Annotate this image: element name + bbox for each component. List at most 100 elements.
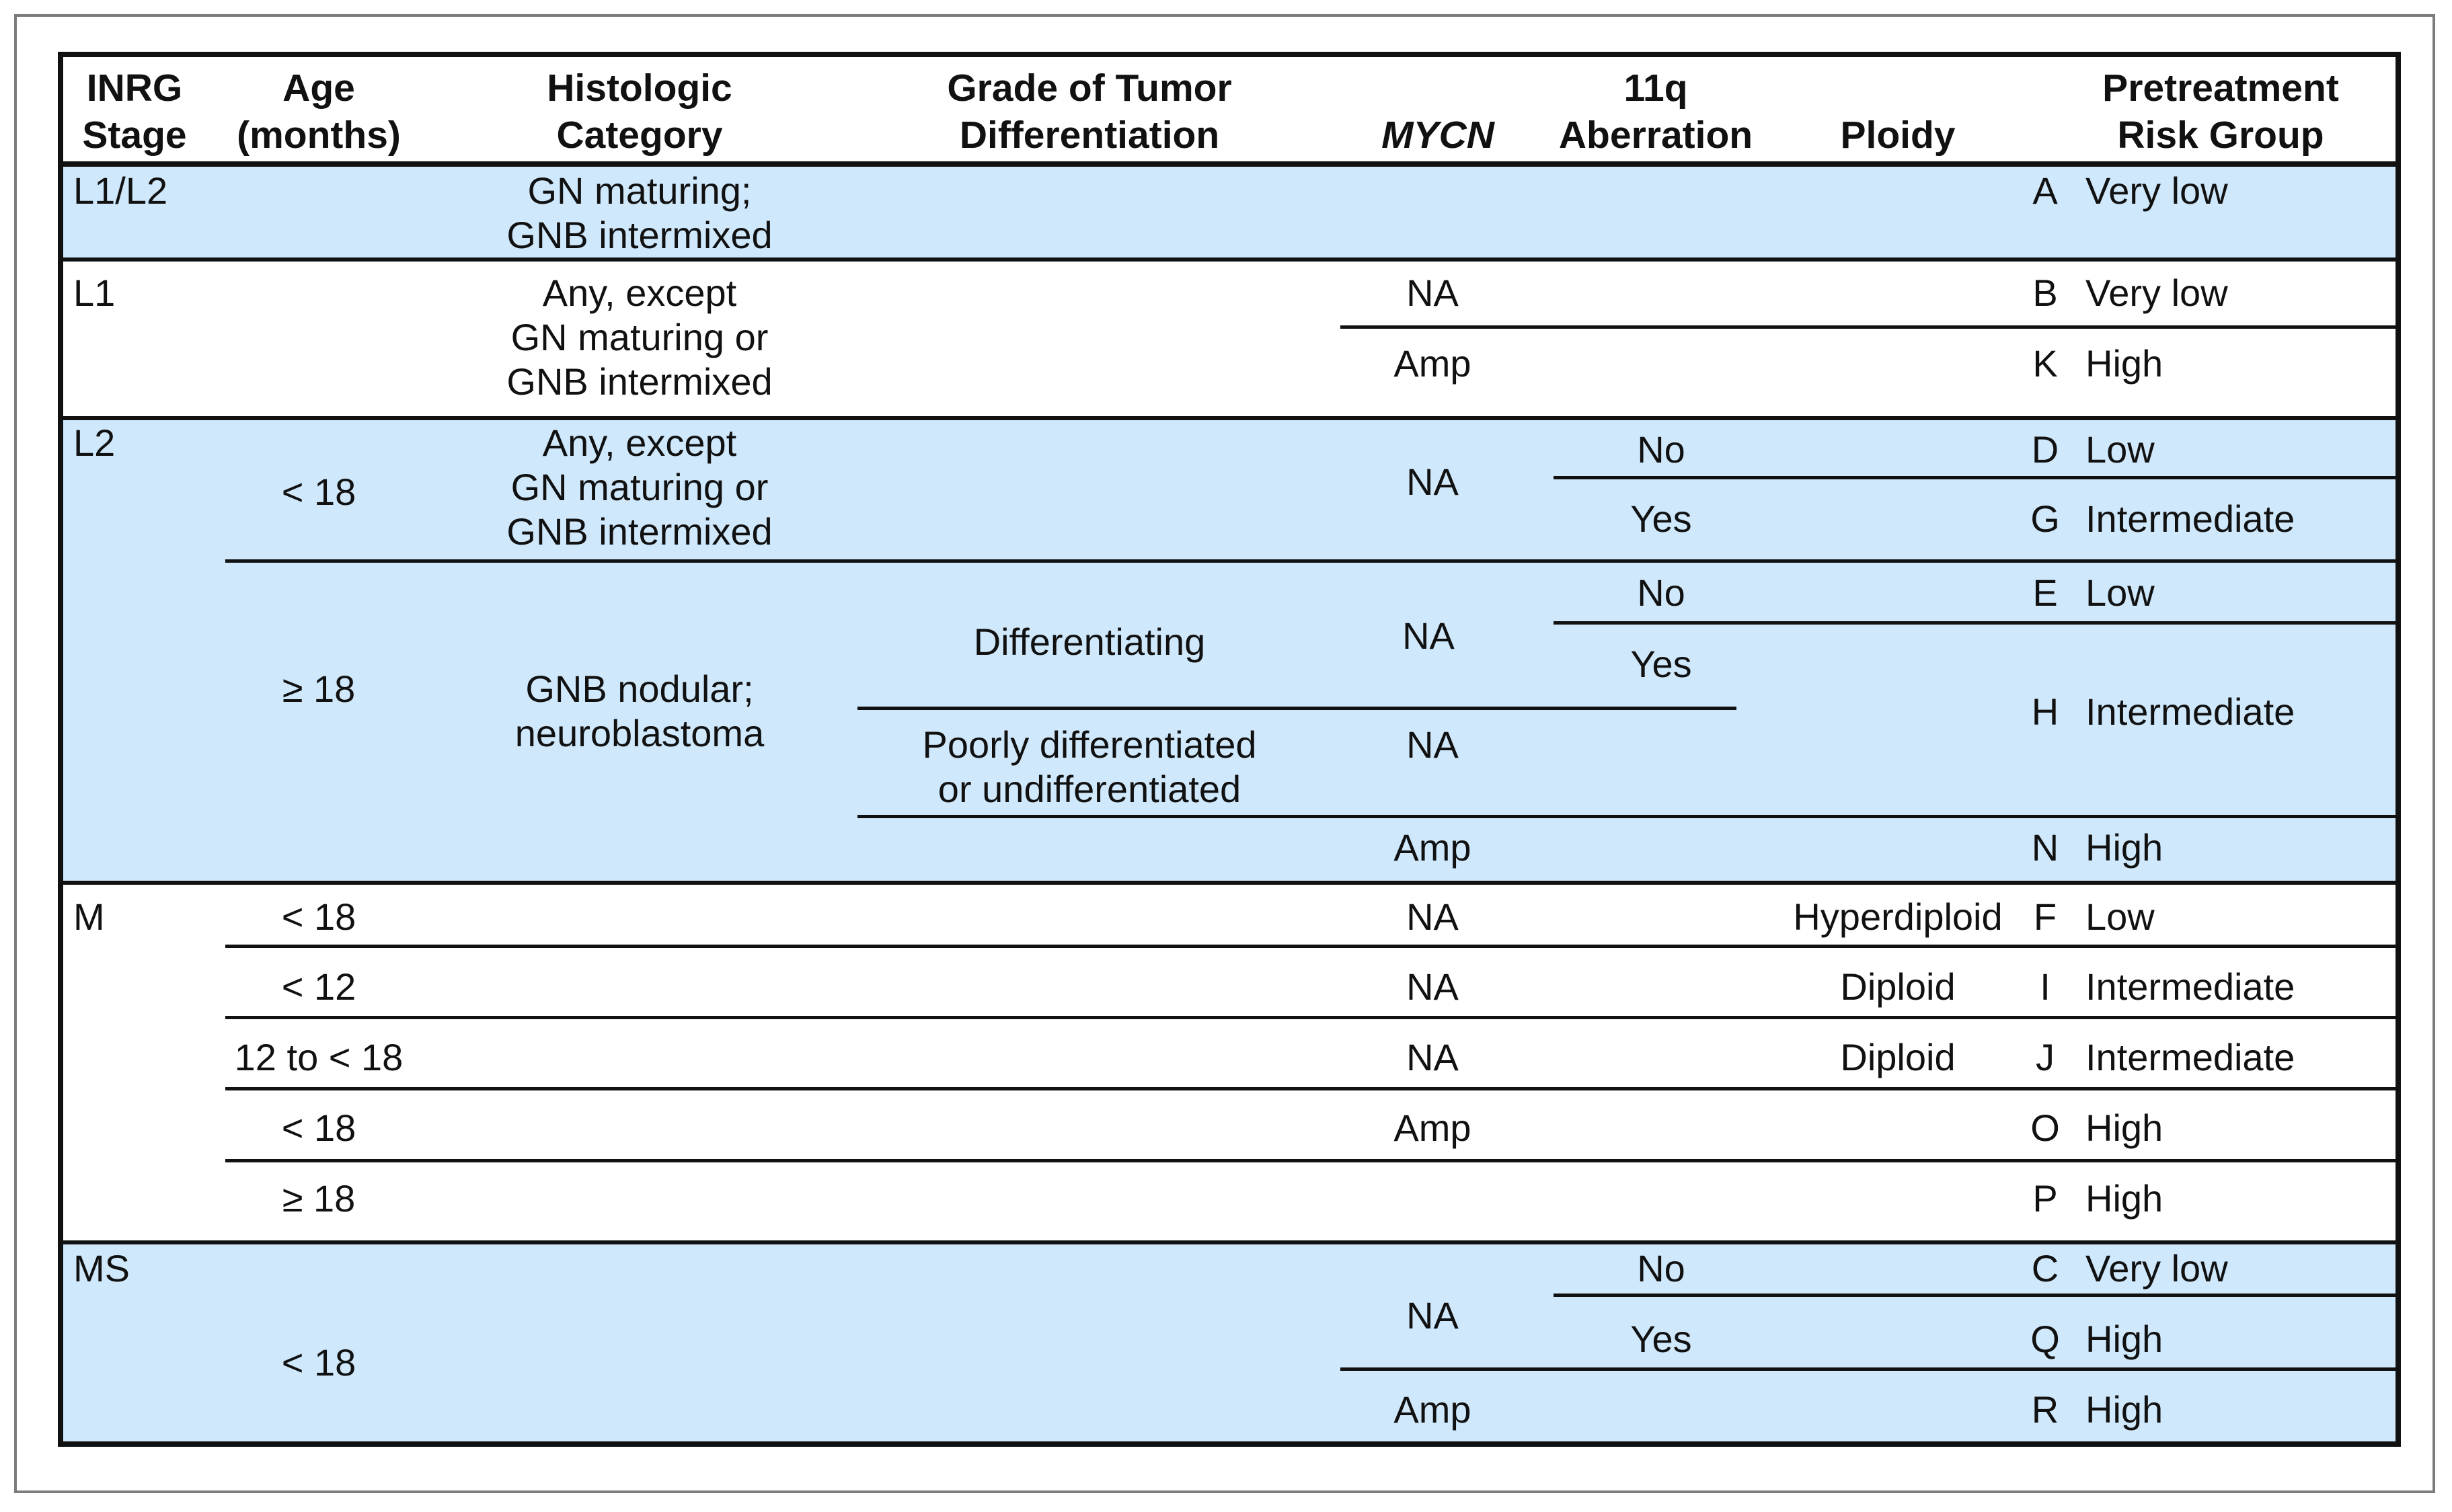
age-m-i: < 12 (281, 965, 356, 1008)
mycn-l2-amp: Amp (1393, 826, 1471, 869)
stage-m: M (73, 896, 105, 938)
header-stage: INRG Stage (82, 65, 186, 159)
aberration-ms-q: Yes (1630, 1318, 1692, 1360)
risk-label-q: High (2085, 1318, 2163, 1360)
rule-m-4 (225, 1159, 2396, 1162)
histologic-l2-upper-line3: GNB intermixed (506, 510, 773, 553)
header-age-line1: Age (282, 67, 355, 110)
header-stage-line2: Stage (82, 114, 187, 157)
risk-letter-n: N (2031, 826, 2059, 869)
histologic-l1l2: GN maturing; GNB intermixed (506, 169, 772, 257)
rule-m-bottom (63, 1240, 2396, 1244)
age-l2-under18: < 18 (281, 471, 356, 513)
risk-letter-p: P (2032, 1177, 2058, 1220)
age-m-o: < 18 (281, 1107, 356, 1149)
mycn-l2-differentiating: NA (1402, 614, 1455, 657)
histologic-l2-upper-line1: Any, except (542, 422, 737, 464)
rule-m-3 (225, 1087, 2396, 1090)
header-age-line2: (months) (237, 114, 401, 157)
aberration-ms-c: No (1637, 1247, 1685, 1289)
header-stage-line1: INRG (86, 67, 183, 110)
mycn-m-j: NA (1406, 1036, 1459, 1078)
risk-letter-k: K (2032, 342, 2058, 385)
mycn-ms-amp: Amp (1393, 1388, 1471, 1431)
histologic-l1-line1: Any, except (542, 272, 737, 314)
risk-letter-d: D (2031, 428, 2059, 471)
risk-label-k: High (2085, 342, 2163, 385)
risk-label-r: High (2085, 1388, 2163, 1431)
ploidy-m-i: Diploid (1840, 965, 1956, 1008)
risk-letter-a: A (2032, 169, 2058, 212)
rule-l2-aberration-1 (1554, 476, 2396, 479)
risk-letter-f: F (2033, 896, 2057, 938)
age-m-p: ≥ 18 (282, 1177, 356, 1220)
stage-ms: MS (73, 1247, 130, 1289)
risk-label-d: Low (2085, 428, 2155, 471)
mycn-m-i: NA (1406, 965, 1459, 1008)
header-risk: Pretreatment Risk Group (2102, 65, 2339, 159)
header-risk-line1: Pretreatment (2102, 67, 2339, 110)
risk-letter-c: C (2031, 1247, 2059, 1289)
mycn-m-f: NA (1406, 896, 1459, 938)
rule-l2-age (225, 559, 2396, 563)
risk-letter-r: R (2031, 1388, 2059, 1431)
risk-label-g: Intermediate (2085, 498, 2295, 540)
risk-letter-h: H (2031, 690, 2059, 733)
band-l2 (63, 419, 2396, 881)
header-grade-line1: Grade of Tumor (947, 67, 1232, 110)
ploidy-m-j: Diploid (1840, 1036, 1956, 1078)
mycn-ms-upper: NA (1406, 1294, 1459, 1337)
rule-l2-grade (857, 707, 1736, 710)
histologic-l1-line3: GNB intermixed (506, 360, 773, 403)
risk-label-f: Low (2085, 896, 2155, 938)
histologic-l1l2-line2: GNB intermixed (506, 214, 773, 256)
risk-letter-q: Q (2030, 1318, 2060, 1360)
stage-l1: L1 (73, 272, 116, 314)
rule-l1l2-bottom (63, 257, 2396, 262)
histologic-l2-lower-line1: GNB nodular; (525, 668, 754, 710)
rule-m-1 (225, 945, 2396, 948)
risk-label-j: Intermediate (2085, 1036, 2295, 1078)
risk-letter-j: J (2036, 1036, 2055, 1078)
band-l1l2 (63, 165, 2396, 258)
mycn-l2-poorly: NA (1406, 723, 1459, 766)
outer-border (14, 14, 2435, 1493)
aberration-l2-g: Yes (1630, 498, 1692, 540)
rule-l1-mycn (1340, 325, 2396, 329)
risk-letter-o: O (2030, 1107, 2060, 1149)
header-aberration-line1: 11q (1623, 67, 1688, 110)
rule-l2-aberration-2 (1554, 621, 2396, 625)
histologic-l2-lower: GNB nodular; neuroblastoma (515, 667, 764, 756)
mycn-l1-k: Amp (1393, 342, 1471, 385)
ploidy-m-f: Hyperdiploid (1793, 896, 2003, 938)
histologic-l1-line2: GN maturing or (510, 316, 769, 358)
histologic-l2-upper-line2: GN maturing or (510, 466, 769, 508)
risk-letter-g: G (2030, 498, 2060, 540)
histologic-l1: Any, except GN maturing or GNB intermixe… (506, 271, 772, 404)
header-ploidy: Ploidy (1840, 114, 1956, 157)
aberration-l2-d: No (1637, 428, 1685, 471)
grade-poorly-line1: Poorly differentiated (922, 723, 1257, 766)
risk-letter-b: B (2032, 272, 2058, 314)
rule-l2-amp (857, 815, 2396, 818)
header-histologic-line1: Histologic (547, 67, 732, 110)
age-l2-18plus: ≥ 18 (282, 668, 356, 710)
grade-poorly-line2: or undifferentiated (937, 768, 1241, 810)
band-ms (63, 1244, 2396, 1441)
histologic-l1l2-line1: GN maturing; (527, 169, 752, 212)
header-rule (63, 161, 2396, 167)
grade-differentiating: Differentiating (973, 621, 1206, 663)
mycn-l2-upper: NA (1406, 461, 1459, 503)
header-histologic: Histologic Category (547, 65, 732, 159)
stage-l2: L2 (73, 422, 116, 464)
risk-label-c: Very low (2085, 1247, 2228, 1289)
risk-letter-i: I (2040, 965, 2051, 1008)
rule-ms-mycn (1340, 1367, 2396, 1371)
header-grade: Grade of Tumor Differentiation (947, 65, 1231, 159)
age-ms: < 18 (281, 1341, 356, 1384)
age-m-f: < 18 (281, 896, 356, 938)
age-m-j: 12 to < 18 (234, 1036, 404, 1078)
header-histologic-line2: Category (556, 114, 723, 157)
risk-label-h: Intermediate (2085, 690, 2295, 733)
risk-label-e: Low (2085, 571, 2155, 614)
